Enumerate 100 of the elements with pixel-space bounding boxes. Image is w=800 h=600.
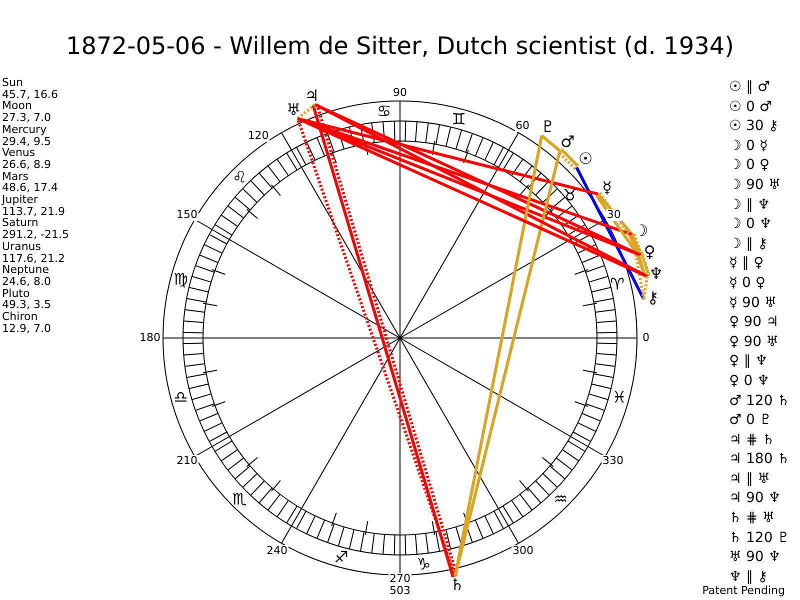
planet-glyph: ♀ xyxy=(640,243,659,262)
aspect-line xyxy=(575,166,646,300)
degree-label: 30 xyxy=(606,208,622,220)
planet-glyph: ☽ xyxy=(632,222,650,240)
degree-label: 330 xyxy=(602,455,625,467)
aspect-line xyxy=(560,148,580,168)
planet-name: Jupiter xyxy=(2,194,39,206)
aspect-entry: ♀ 90 ♅ xyxy=(729,332,780,352)
planet-glyph: ♂ xyxy=(558,132,577,151)
planet-name: Venus xyxy=(2,147,36,159)
aspect-entry: ☉ 0 ♂ xyxy=(729,98,773,117)
aspect-line xyxy=(641,254,650,276)
aspect-line xyxy=(630,234,642,256)
aspect-line xyxy=(297,117,598,196)
zodiac-sign: ♉ xyxy=(562,186,578,204)
planet-name: Uranus xyxy=(2,240,42,253)
aspect-entry: ♅ 90 ♆ xyxy=(729,548,782,568)
zodiac-sign: ♒ xyxy=(553,490,568,507)
aspect-entry: ♀ ∥ ♆ xyxy=(729,352,769,372)
aspect-entry: ♀ 0 ♆ xyxy=(729,372,771,391)
position-values: 117.6, 21.2 xyxy=(2,252,66,264)
zodiac-sign: ♏ xyxy=(232,490,247,507)
aspect-line xyxy=(630,234,646,300)
planet-name: Neptune xyxy=(2,264,50,276)
zodiac-sign: ♑ xyxy=(416,555,431,572)
planet-glyph: ⚷ xyxy=(644,288,662,307)
zodiac-sign: ♓ xyxy=(612,388,626,406)
degree-label: 150 xyxy=(175,209,198,221)
aspect-line xyxy=(454,135,544,577)
planet-glyph: ♅ xyxy=(284,100,302,119)
aspect-entry: ♃ 90 ♆ xyxy=(729,489,782,508)
degree-label: 240 xyxy=(266,545,288,558)
position-values: 48.6, 17.4 xyxy=(2,182,59,194)
aspect-entry: ♀ 90 ♃ xyxy=(729,313,780,332)
zodiac-sign: ♍ xyxy=(174,270,188,288)
aspect-line xyxy=(296,103,316,120)
zodiac-sign: ♈ xyxy=(610,275,625,292)
chart-code-number: 503 xyxy=(390,584,410,597)
planet-name: Pluto xyxy=(2,288,31,300)
planet-glyph: ♆ xyxy=(647,265,666,284)
aspect-line xyxy=(596,193,634,236)
aspect-entry: ♃ ⋕ ♄ xyxy=(729,430,776,450)
aspect-entry: ☿ ∥ ♀ xyxy=(729,254,765,274)
aspect-entry: ☿ 0 ♀ xyxy=(729,274,767,293)
degree-label: 0 xyxy=(642,332,650,344)
zodiac-sign: ♋ xyxy=(376,102,392,120)
degree-label: 210 xyxy=(175,455,198,467)
zodiac-sign: ♌ xyxy=(232,168,247,186)
planet-name: Moon xyxy=(2,100,33,112)
aspect-entry: ☽ 0 ♀ xyxy=(729,156,771,176)
position-values: 45.7, 16.6 xyxy=(2,88,59,100)
degree-label: 300 xyxy=(512,545,534,558)
aspect-line xyxy=(637,255,647,278)
planet-name: Mercury xyxy=(2,124,48,136)
degree-label: 120 xyxy=(246,130,270,142)
planet-glyph: ♃ xyxy=(302,86,321,105)
aspect-entry: ♆ ∥ ⚷ xyxy=(729,568,769,586)
position-values: 291.2, -21.5 xyxy=(2,229,69,241)
planet-glyph: ♇ xyxy=(538,118,557,136)
aspect-entry: ☽ 0 ♆ xyxy=(729,215,773,234)
aspect-entry: ♃ ∥ ♅ xyxy=(729,470,772,489)
degree-label: 180 xyxy=(138,332,162,344)
aspect-entry: ♄ 120 ♇ xyxy=(729,528,790,548)
position-values: 49.3, 3.5 xyxy=(2,299,52,312)
aspect-entry: ☽ 0 ☿ xyxy=(729,136,769,156)
degree-label: 60 xyxy=(514,120,530,132)
position-values: 12.9, 7.0 xyxy=(2,322,52,334)
degree-label: 90 xyxy=(392,87,408,99)
planet-name: Sun xyxy=(2,77,24,89)
aspect-line xyxy=(632,233,650,276)
planet-glyph: ♄ xyxy=(448,576,466,594)
aspect-line xyxy=(454,150,562,577)
aspect-entry: ☉ 30 ⚷ xyxy=(729,117,780,136)
aspect-entry: ☽ 90 ♅ xyxy=(729,176,782,195)
aspect-entry: ♂ 0 ♇ xyxy=(729,411,773,430)
degree-label: 270 xyxy=(388,573,412,585)
aspect-line xyxy=(642,276,649,300)
aspect-line xyxy=(628,234,647,278)
position-values: 27.3, 7.0 xyxy=(2,112,52,124)
aspect-entry: ♄ ⋕ ♅ xyxy=(729,509,776,528)
planet-name: Mars xyxy=(2,170,28,182)
aspect-entry: ♃ 180 ♄ xyxy=(729,450,790,470)
planet-glyph: ☿ xyxy=(598,178,616,197)
chart-title: 1872-05-06 - Willem de Sitter, Dutch scientist (d. 1934) xyxy=(64,31,735,61)
zodiac-sign: ♐ xyxy=(334,548,348,566)
zodiac-sign: ♎ xyxy=(174,388,188,406)
aspect-line xyxy=(540,134,561,152)
zodiac-sign: ♊ xyxy=(452,110,466,128)
planet-name: Chiron xyxy=(2,311,39,323)
position-values: 24.6, 8.0 xyxy=(2,276,52,288)
position-values: 113.7, 21.9 xyxy=(2,206,66,218)
position-values: 29.4, 9.5 xyxy=(2,136,52,148)
aspect-entry: ☽ ∥ ⚷ xyxy=(729,234,769,254)
aspect-entry: ☽ ∥ ♆ xyxy=(729,196,772,215)
aspect-entry: ☉ ∥ ♂ xyxy=(729,78,772,97)
aspect-entry: ☿ 90 ♅ xyxy=(729,294,778,313)
aspect-entry: ♂ 120 ♄ xyxy=(729,392,790,410)
position-values: 26.6, 8.9 xyxy=(2,158,52,171)
planet-name: Saturn xyxy=(2,217,40,230)
planet-glyph: ☉ xyxy=(576,150,595,168)
